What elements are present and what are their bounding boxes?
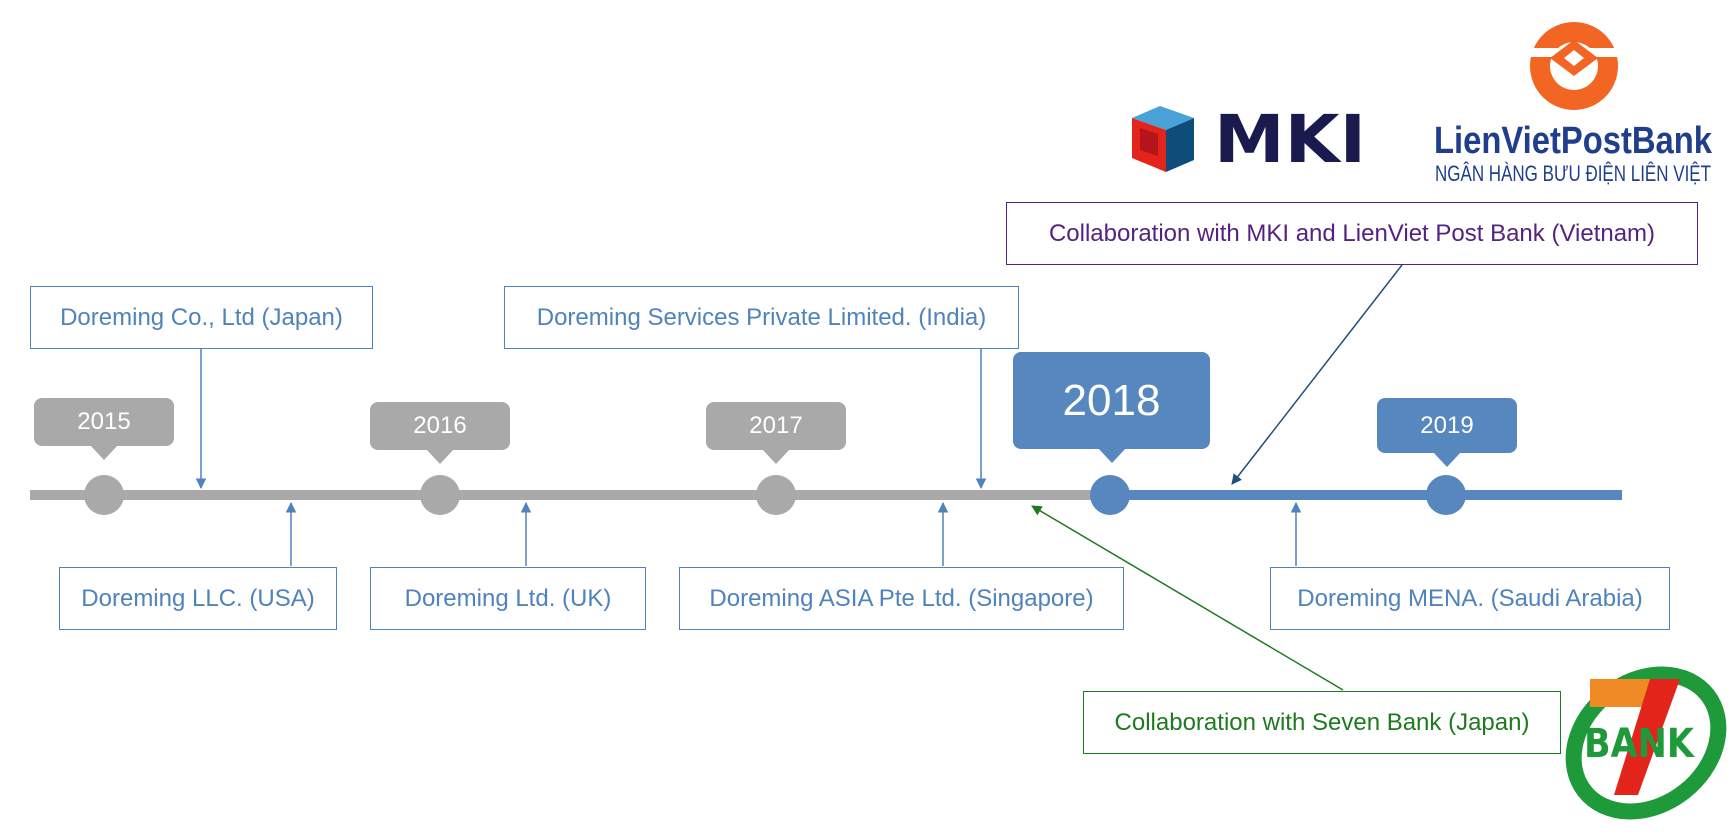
year-node-2019 xyxy=(1426,475,1466,515)
event-usa: Doreming LLC. (USA) xyxy=(59,567,337,630)
connector-seven-bank xyxy=(1031,505,1344,691)
year-label-2018: 2018 xyxy=(1013,352,1210,463)
year-node-2015 xyxy=(84,475,124,515)
event-india: Doreming Services Private Limited. (Indi… xyxy=(504,286,1019,349)
lienviet-logo-name: LienVietPostBank xyxy=(1434,120,1713,162)
event-singapore: Doreming ASIA Pte Ltd. (Singapore) xyxy=(679,567,1124,630)
event-seven-bank: Collaboration with Seven Bank (Japan) xyxy=(1083,691,1561,754)
lienviet-logo: LienVietPostBank NGÂN HÀNG BƯU ĐIỆN LIÊN… xyxy=(1434,22,1713,186)
year-node-2017 xyxy=(756,475,796,515)
mki-logo-text: MKI xyxy=(1214,101,1366,178)
year-node-2016 xyxy=(420,475,460,515)
year-label-2016: 2016 xyxy=(370,402,510,464)
event-japan: Doreming Co., Ltd (Japan) xyxy=(30,286,373,349)
mki-logo: MKI xyxy=(1132,101,1366,178)
year-label-2015: 2015 xyxy=(34,398,174,460)
event-mki-lienviet: Collaboration with MKI and LienViet Post… xyxy=(1006,202,1698,265)
lienviet-logo-sub: NGÂN HÀNG BƯU ĐIỆN LIÊN VIỆT xyxy=(1435,161,1711,186)
year-node-2018 xyxy=(1090,475,1130,515)
year-label-2017: 2017 xyxy=(706,402,846,464)
seven-bank-logo: BANK xyxy=(1565,666,1727,820)
year-label-2019: 2019 xyxy=(1377,398,1517,467)
event-uk: Doreming Ltd. (UK) xyxy=(370,567,646,630)
seven-bank-logo-text: BANK xyxy=(1584,721,1696,767)
connector-mki-lienviet xyxy=(1231,264,1403,485)
event-saudi: Doreming MENA. (Saudi Arabia) xyxy=(1270,567,1670,630)
